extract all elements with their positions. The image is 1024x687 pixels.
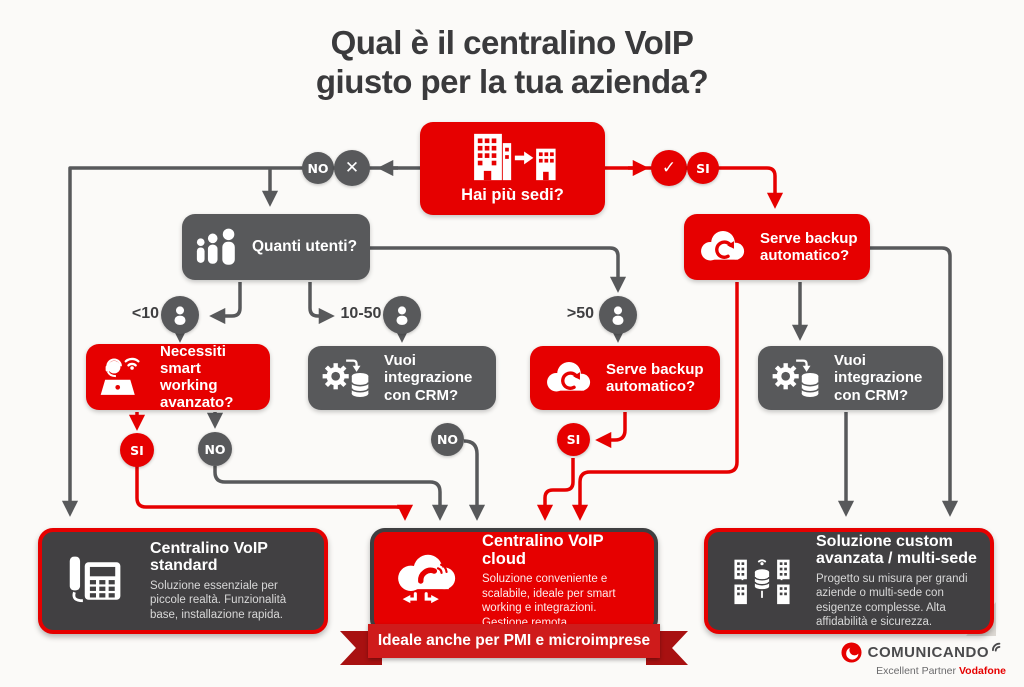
result-standard-title: Centralino VoIP standard bbox=[150, 539, 268, 575]
node-quanti-utenti-label: Quanti utenti? bbox=[252, 238, 358, 256]
page-title: Qual è il centralino VoIP giusto per la … bbox=[0, 24, 1024, 102]
node-crm-right-label: Vuoi integrazione con CRM? bbox=[834, 352, 923, 404]
node-hai-piu-sedi-label: Hai più sedi? bbox=[461, 186, 564, 205]
cloud-backup-icon bbox=[696, 227, 750, 267]
node-hai-piu-sedi: Hai più sedi? bbox=[420, 122, 605, 215]
branch-label-lt10: <10 bbox=[131, 305, 159, 322]
result-soluzione-custom: Soluzione custom avanzata / multi-sede P… bbox=[704, 528, 994, 634]
multi-site-buildings-icon bbox=[467, 132, 559, 182]
person-badge-10-50 bbox=[383, 296, 421, 334]
check-icon: ✓ bbox=[651, 150, 687, 186]
signal-waves-icon bbox=[991, 639, 1006, 652]
comunicando-logo: COMUNICANDO Excellent Partner Vodafone bbox=[841, 642, 1006, 677]
cloud-phone-icon bbox=[382, 552, 474, 610]
node-crm-mid-label: Vuoi integrazione con CRM? bbox=[384, 352, 473, 404]
result-custom-title: Soluzione custom avanzata / multi-sede bbox=[816, 532, 977, 568]
result-cloud-title: Centralino VoIP cloud bbox=[482, 532, 604, 569]
result-standard-description: Soluzione essenziale per piccole realtà.… bbox=[150, 580, 287, 621]
page-title-line2: giusto per la tua azienda? bbox=[315, 62, 709, 100]
page-title-line1: Qual è il centralino VoIP bbox=[330, 24, 694, 61]
branch-label-gt50: >50 bbox=[566, 305, 594, 322]
decision-no-chip-smart: NO bbox=[198, 432, 232, 466]
connectors-red bbox=[128, 159, 784, 521]
cloud-backup-icon bbox=[542, 358, 596, 398]
decision-no-chip-crm: NO bbox=[431, 423, 464, 456]
decision-si-chip-top: SI bbox=[687, 152, 719, 184]
result-centralino-cloud: Centralino VoIP cloud Soluzione convenie… bbox=[370, 528, 658, 634]
brand-tagline: Excellent Partner Vodafone bbox=[876, 665, 1006, 677]
person-badge-lt10 bbox=[161, 296, 199, 334]
person-badge-gt50 bbox=[599, 296, 637, 334]
cross-icon: ✕ bbox=[334, 150, 370, 186]
branch-label-10-50: 10-50 bbox=[340, 305, 382, 322]
node-smart-working: Necessiti smart working avanzato? bbox=[86, 342, 270, 412]
brand-name: COMUNICANDO bbox=[867, 644, 989, 661]
ribbon-banner: Ideale anche per PMI e microimprese bbox=[368, 624, 660, 658]
decision-si-chip-backup: SI bbox=[557, 423, 590, 456]
smart-working-icon bbox=[98, 356, 150, 398]
crm-integration-icon bbox=[770, 355, 824, 401]
result-custom-description: Progetto su misura per grandi aziende o … bbox=[816, 572, 968, 628]
node-serve-backup-mid: Serve backup automatico? bbox=[530, 346, 720, 410]
multi-site-network-icon bbox=[716, 553, 808, 609]
node-crm-mid: Vuoi integrazione con CRM? bbox=[308, 346, 496, 410]
result-centralino-standard: Centralino VoIP standard Soluzione essen… bbox=[38, 528, 328, 634]
vodafone-drop-icon bbox=[841, 642, 862, 663]
ribbon-text: Ideale anche per PMI e microimprese bbox=[377, 632, 651, 649]
node-quanti-utenti: Quanti utenti? bbox=[182, 214, 370, 280]
desk-phone-icon bbox=[50, 554, 142, 608]
connectors-gray bbox=[61, 159, 959, 521]
node-serve-backup-mid-label: Serve backup automatico? bbox=[606, 360, 704, 395]
crm-integration-icon bbox=[320, 355, 374, 401]
node-smart-working-label: Necessiti smart working avanzato? bbox=[160, 342, 234, 412]
node-crm-right: Vuoi integrazione con CRM? bbox=[758, 346, 943, 410]
tagline-vodafone: Vodafone bbox=[958, 665, 1006, 677]
node-serve-backup-top: Serve backup automatico? bbox=[684, 214, 870, 280]
decision-no-chip-top: NO bbox=[302, 152, 334, 184]
node-serve-backup-top-label: Serve backup automatico? bbox=[760, 229, 858, 264]
decision-si-chip-smart: SI bbox=[120, 433, 154, 467]
users-group-icon bbox=[194, 228, 242, 266]
result-cloud-description: Soluzione conveniente e scalabile, ideal… bbox=[482, 573, 616, 629]
